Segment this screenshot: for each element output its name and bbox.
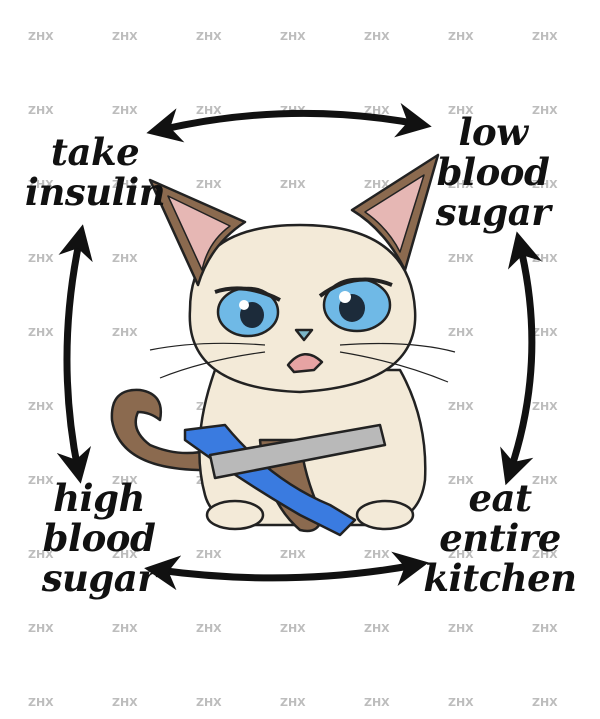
cat-mouth bbox=[286, 353, 324, 374]
cat-head bbox=[188, 223, 417, 394]
watermark-text: ZHX bbox=[280, 696, 306, 709]
watermark-text: ZHX bbox=[196, 622, 222, 635]
label-line: eat bbox=[468, 476, 532, 520]
cat-whiskers bbox=[149, 342, 456, 383]
cat-ear-right-inner bbox=[364, 174, 425, 253]
label-line: sugar bbox=[435, 190, 551, 234]
label-take-insulin: take insulin bbox=[20, 132, 170, 212]
watermark-text: ZHX bbox=[532, 696, 558, 709]
watermark-text: ZHX bbox=[28, 326, 54, 339]
label-line: insulin bbox=[24, 170, 166, 214]
cat-paw-right bbox=[355, 499, 415, 531]
watermark-text: ZHX bbox=[280, 30, 306, 43]
watermark-text: ZHX bbox=[532, 622, 558, 635]
watermark-text: ZHX bbox=[448, 622, 474, 635]
cat-brow-left bbox=[214, 286, 281, 302]
label-line: high bbox=[53, 476, 145, 520]
label-eat-entire-kitchen: eat entire kitchen bbox=[410, 478, 590, 598]
label-low-blood-sugar: low blood sugar bbox=[418, 112, 568, 232]
watermark-text: ZHX bbox=[28, 696, 54, 709]
watermark-text: ZHX bbox=[112, 30, 138, 43]
watermark-text: ZHX bbox=[28, 622, 54, 635]
watermark-text: ZHX bbox=[364, 622, 390, 635]
watermark-text: ZHX bbox=[448, 400, 474, 413]
grumpy-cat-illustration bbox=[110, 153, 456, 537]
watermark-text: ZHX bbox=[112, 474, 138, 487]
watermark-text: ZHX bbox=[364, 696, 390, 709]
watermark-text: ZHX bbox=[448, 104, 474, 117]
label-line: entire bbox=[439, 516, 561, 560]
label-high-blood-sugar: high blood sugar bbox=[24, 478, 174, 598]
watermark-text: ZHX bbox=[112, 252, 138, 265]
awareness-ribbon-gray bbox=[208, 423, 387, 480]
watermark-text: ZHX bbox=[532, 30, 558, 43]
cat-brow-right bbox=[318, 277, 393, 298]
watermark-text: ZHX bbox=[532, 104, 558, 117]
watermark-text: ZHX bbox=[280, 178, 306, 191]
watermark-text: ZHX bbox=[364, 30, 390, 43]
watermark-text: ZHX bbox=[112, 548, 138, 561]
watermark-text: ZHX bbox=[112, 326, 138, 339]
watermark-text: ZHX bbox=[448, 252, 474, 265]
watermark-text: ZHX bbox=[28, 104, 54, 117]
label-line: low bbox=[458, 110, 528, 154]
watermark-text: ZHX bbox=[28, 474, 54, 487]
cat-paw-left bbox=[205, 499, 265, 531]
watermark-text: ZHX bbox=[448, 30, 474, 43]
watermark-text: ZHX bbox=[112, 622, 138, 635]
watermark-text: ZHX bbox=[280, 622, 306, 635]
watermark-text: ZHX bbox=[448, 474, 474, 487]
label-line: blood bbox=[42, 516, 156, 560]
watermark-text: ZHX bbox=[112, 178, 138, 191]
watermark-text: ZHX bbox=[448, 548, 474, 561]
watermark-text: ZHX bbox=[448, 696, 474, 709]
watermark-text: ZHX bbox=[28, 30, 54, 43]
watermark-text: ZHX bbox=[196, 178, 222, 191]
arrow-top bbox=[146, 102, 432, 143]
watermark-text: ZHX bbox=[112, 696, 138, 709]
label-line: sugar bbox=[41, 556, 157, 600]
arrow-left bbox=[56, 224, 93, 484]
watermark-text: ZHX bbox=[28, 252, 54, 265]
watermark-text: ZHX bbox=[28, 400, 54, 413]
arrow-right bbox=[500, 231, 542, 486]
watermark-text: ZHX bbox=[196, 30, 222, 43]
watermark-text: ZHX bbox=[364, 178, 390, 191]
cat-ear-left-inner bbox=[167, 195, 231, 271]
watermark-text: ZHX bbox=[448, 326, 474, 339]
cat-nose bbox=[294, 328, 314, 342]
watermark-text: ZHX bbox=[28, 548, 54, 561]
label-line: take bbox=[50, 130, 140, 174]
watermark-text: ZHX bbox=[532, 548, 558, 561]
label-line: kitchen bbox=[423, 556, 577, 600]
cat-tail bbox=[110, 388, 212, 472]
watermark-text: ZHX bbox=[196, 696, 222, 709]
watermark-text: ZHX bbox=[112, 104, 138, 117]
arrow-bottom bbox=[144, 551, 429, 591]
label-line: blood bbox=[436, 150, 550, 194]
watermark-text: ZHX bbox=[448, 178, 474, 191]
watermark-text: ZHX bbox=[28, 178, 54, 191]
watermark-text: ZHX bbox=[532, 178, 558, 191]
